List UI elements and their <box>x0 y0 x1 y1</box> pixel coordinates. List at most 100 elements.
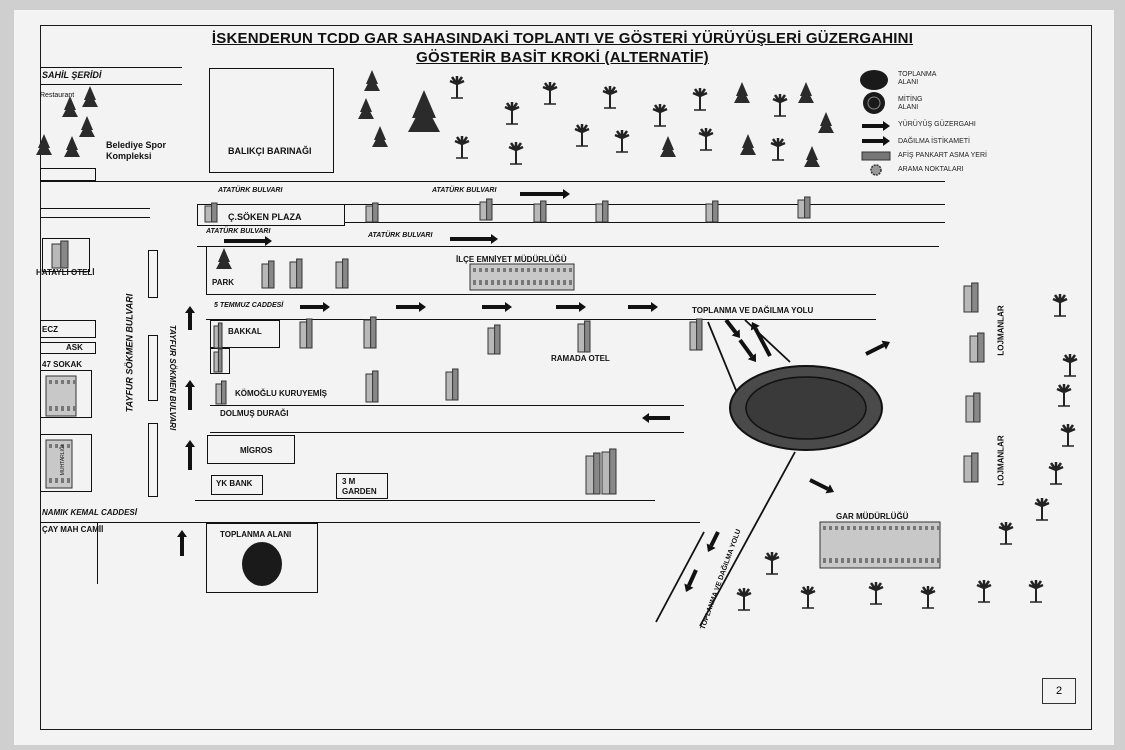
building-icon <box>486 198 493 221</box>
csoken-plaza-box <box>197 204 345 226</box>
march-route-arrow <box>491 234 498 244</box>
pine-tree-icon <box>36 140 52 155</box>
facade-window <box>551 280 554 285</box>
facade-window <box>527 268 530 272</box>
building-icon <box>696 318 703 351</box>
palm-tree-icon <box>1062 354 1078 364</box>
facade-window <box>55 406 58 411</box>
label-ask: ASK <box>66 343 83 352</box>
palm-tree-icon <box>764 552 780 562</box>
facade-window <box>479 268 482 272</box>
dispersal-arrow <box>825 484 834 494</box>
building-icon <box>221 380 227 405</box>
building-icon <box>342 258 349 289</box>
map-subtitle: GÖSTERİR BASİT KROKİ (ALTERNATİF) <box>416 49 709 66</box>
legend-assembly-area: TOPLANMA ALANI <box>898 71 936 86</box>
building-icon <box>804 196 811 219</box>
park-bottom-road <box>206 294 876 295</box>
ecz-box <box>40 320 96 338</box>
label-dolmus: DOLMUŞ DURAĞI <box>220 409 289 418</box>
facade-window <box>835 526 838 530</box>
ataturk-road-top <box>40 181 945 182</box>
label-ataturk-1: ATATÜRK BULVARI <box>218 187 283 194</box>
namik-kemal-road <box>40 522 700 523</box>
label-park: PARK <box>212 278 235 287</box>
facade-window <box>883 558 886 563</box>
facade-window <box>61 380 64 384</box>
coast-line-1 <box>40 67 182 68</box>
facade-window <box>829 526 832 530</box>
building-icon <box>540 200 547 223</box>
march-route-arrow <box>642 413 649 423</box>
bes-temmuz-road <box>206 319 876 320</box>
migros-road-top <box>210 432 684 433</box>
facade-window <box>473 280 476 285</box>
building-icon <box>372 202 379 223</box>
legend-search-points: ARAMA NOKTALARI <box>898 166 964 173</box>
palm-tree-icon <box>772 94 788 104</box>
rally-area-inner <box>745 376 867 440</box>
facade-window <box>841 526 844 530</box>
facade-window <box>533 268 536 272</box>
pine-tree-icon <box>818 118 834 133</box>
palm-tree-icon <box>800 586 816 596</box>
label-ecz: ECZ <box>42 325 58 334</box>
facade-window <box>503 280 506 285</box>
park-edge <box>206 246 207 294</box>
palm-tree-icon <box>1028 580 1044 590</box>
facade-window <box>931 526 934 530</box>
facade-window <box>889 558 892 563</box>
facade-window <box>67 444 70 448</box>
building-icon <box>609 448 617 495</box>
hatayli-hotel-box <box>42 238 90 272</box>
label-gar-mudurlugu: GAR MÜDÜRLÜĞÜ <box>836 512 909 521</box>
facade-window <box>901 526 904 530</box>
palm-tree-icon <box>1060 424 1076 434</box>
legend-rally-icon <box>867 96 881 110</box>
facade-window <box>859 558 862 563</box>
legend-assembly-icon <box>860 70 888 90</box>
facade-window <box>919 526 922 530</box>
bakkal-box <box>210 320 280 348</box>
palm-tree-icon <box>602 86 618 96</box>
facade-window <box>61 444 64 448</box>
facade-window <box>49 406 52 411</box>
facade-window <box>509 280 512 285</box>
legend-banner-icon <box>861 151 891 161</box>
pine-tree-icon <box>358 104 374 119</box>
palm-tree-icon <box>698 128 714 138</box>
label-csoken-plaza: Ç.SÖKEN PLAZA <box>228 212 302 222</box>
pine-tree-icon <box>82 92 98 107</box>
facade-window <box>497 280 500 285</box>
label-tayfur-blv-2: TAYFUR SÖKMEN BULVARI <box>168 324 178 431</box>
building-icon <box>217 348 223 373</box>
facade-window <box>895 558 898 563</box>
label-cay-mah: ÇAY MAH CAMİİ <box>42 525 104 534</box>
label-lojmanlar-1: LOJMANLAR <box>996 305 1006 356</box>
dolmus-road <box>210 405 684 406</box>
facade-window <box>479 280 482 285</box>
facade-window <box>883 526 886 530</box>
facade-window <box>473 268 476 272</box>
sokak47-box <box>40 370 92 418</box>
palm-tree-icon <box>574 124 590 134</box>
palm-tree-icon <box>998 522 1014 532</box>
facade-window <box>889 526 892 530</box>
facade-window <box>877 558 880 563</box>
facade-window <box>539 280 542 285</box>
palm-tree-icon <box>1034 498 1050 508</box>
facade-window <box>551 268 554 272</box>
muhtarlik-box <box>40 434 92 492</box>
facade-window <box>937 526 940 530</box>
facade-window <box>49 478 52 483</box>
label-muhtarlik: MUHTARLIĞI <box>60 444 67 476</box>
facade-window <box>563 268 566 272</box>
dispersal-arrow <box>738 338 754 358</box>
dispersal-arrow <box>753 327 772 357</box>
dispersal-arrow <box>731 329 740 338</box>
building-icon <box>306 318 313 349</box>
facade-window <box>823 526 826 530</box>
facade-window <box>557 280 560 285</box>
label-47-sokak: 47 SOKAK <box>42 360 83 369</box>
